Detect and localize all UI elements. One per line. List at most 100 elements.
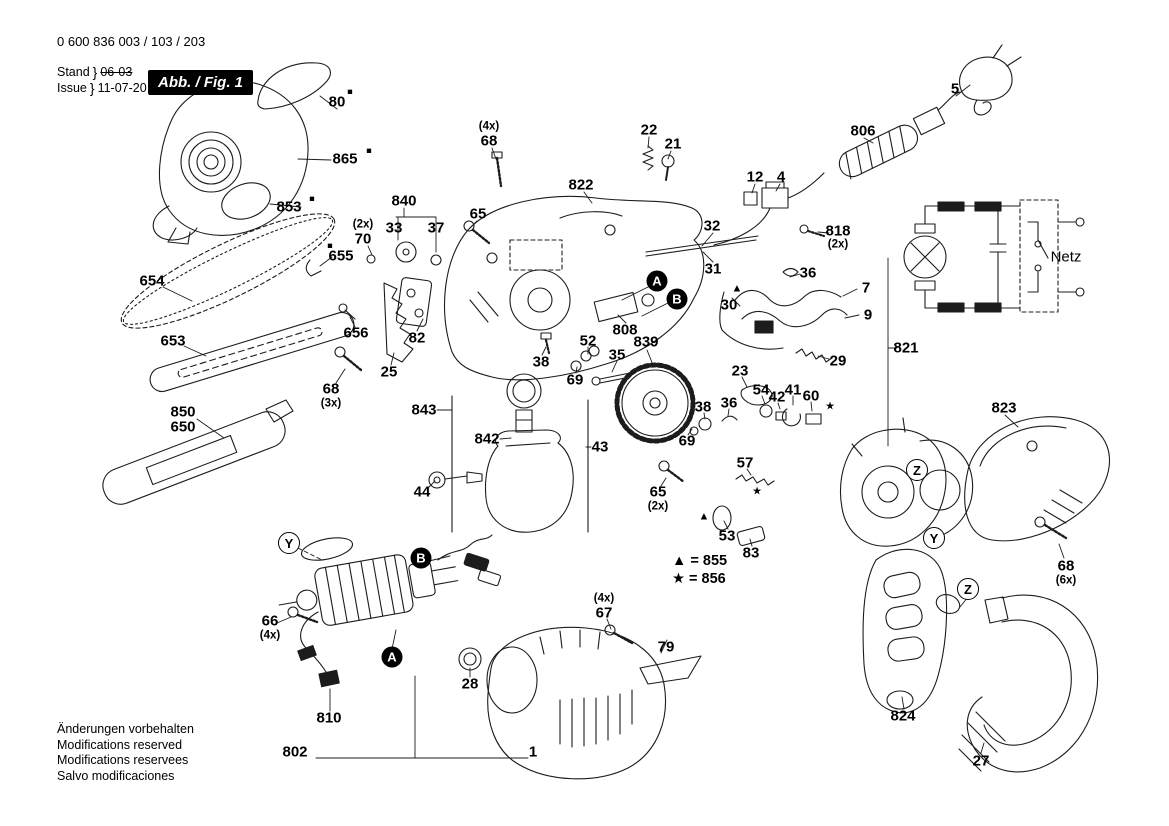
part-label-52-44: 52 [579, 332, 597, 350]
part-label-sym-65: ★ [752, 485, 762, 498]
part-label-4x-22: (4x) [478, 120, 500, 133]
footer-line-fr: Modifications reservees [57, 753, 189, 767]
part-label-Z-92: Z [957, 578, 979, 600]
part-label-80-0: 80 [328, 93, 346, 111]
rear-handle [935, 594, 1099, 773]
footer-notes: Änderungen vorbehalten Modifications res… [57, 722, 194, 784]
stand-brace: } [92, 64, 98, 80]
part-label-1-84: 1 [528, 743, 538, 761]
bearing-28 [458, 647, 482, 671]
washer-70 [366, 254, 376, 264]
wedge-79 [639, 655, 702, 685]
part-label-Y-89: Y [278, 532, 300, 554]
part-label-B-86: B [666, 288, 688, 310]
part-label-68-13: 68 [322, 380, 340, 398]
part-label-82-20: 82 [408, 329, 426, 347]
part-label-25-21: 25 [380, 363, 398, 381]
wiring-schematic [903, 199, 1085, 313]
part-label-33-18: 33 [385, 219, 403, 237]
part-label-57-62: 57 [736, 454, 754, 472]
fig-badge: Abb. / Fig. 1 [148, 70, 253, 95]
part-label-12-28: 12 [746, 168, 764, 186]
part-label-44-61: 44 [413, 483, 431, 501]
part-label-79-76: 79 [657, 638, 675, 656]
guide-bar [149, 311, 355, 393]
hand-guard [257, 62, 331, 110]
lever-23 [740, 385, 773, 406]
part-label-4x-81: (4x) [259, 629, 281, 642]
washer-52a [580, 350, 592, 362]
issue-row: Issue } 11-07-20 [57, 80, 147, 96]
armature [278, 554, 459, 626]
part-label-42-50: 42 [768, 388, 786, 406]
part-label-36-36: 36 [799, 264, 817, 282]
cable-connectors [437, 534, 502, 587]
part-label-2x-8: (2x) [352, 218, 374, 231]
part-number: 0 600 836 003 / 103 / 203 [57, 34, 206, 49]
part-label-824-74: 824 [890, 707, 916, 725]
part-label-818-32: 818 [825, 222, 851, 240]
saw-chain [120, 213, 336, 329]
screw-818 [799, 224, 826, 238]
part-label-3x-14: (3x) [320, 397, 342, 410]
cord-sleeve [912, 106, 946, 136]
screw-68-right [1034, 516, 1068, 540]
washer-37 [430, 254, 442, 266]
bearing-flange [839, 417, 974, 547]
part-label-850-15: 850 [170, 403, 196, 421]
part-label-840-17: 840 [391, 192, 417, 210]
part-label-A-88: A [381, 646, 403, 668]
part-label-sym-66: ▲ [698, 510, 710, 523]
part-label-32-34: 32 [703, 217, 721, 235]
part-label-808-42: 808 [612, 321, 638, 339]
worm-shaft [591, 372, 631, 386]
part-label-806-31: 806 [850, 122, 876, 140]
part-label-27-75: 27 [972, 752, 990, 770]
screw-65 [463, 220, 491, 245]
part-label-29-40: 29 [829, 352, 847, 370]
part-label-655-6: 655 [328, 247, 354, 265]
spring-57 [735, 474, 775, 486]
part-label-9-39: 9 [863, 306, 873, 324]
scabbard [102, 411, 286, 505]
part-label-70-9: 70 [354, 230, 372, 248]
screw-67 [604, 624, 634, 645]
nut-69b [689, 426, 699, 436]
part-label-810-82: 810 [316, 709, 342, 727]
oil-tank-group [451, 373, 589, 533]
screw-38 [540, 332, 552, 355]
spring-29 [795, 348, 833, 363]
part-label-38-55: 38 [694, 398, 712, 416]
part-label-853-4: 853 [276, 198, 302, 216]
switch-12 [743, 191, 758, 206]
part-label-23-48: 23 [731, 362, 749, 380]
part-label-65-24: 65 [469, 205, 487, 223]
screw-68-left [334, 346, 363, 372]
main-housing [444, 195, 705, 381]
part-label-66-80: 66 [261, 612, 279, 630]
spring-22 [642, 145, 654, 171]
part-label-4-29: 4 [776, 168, 786, 186]
part-label-865-2: 865 [332, 150, 358, 168]
block-60 [805, 413, 822, 425]
footer-line-en: Modifications reserved [57, 737, 183, 752]
screw-656 [338, 303, 356, 320]
part-label-38-43: 38 [532, 353, 550, 371]
scabbard-clip [265, 399, 294, 423]
part-label-sym-5: ■ [309, 193, 315, 204]
washer-52b [588, 345, 600, 357]
screw-68-top [491, 151, 503, 188]
clip-655 [305, 259, 322, 277]
issue-label: Issue [57, 81, 87, 95]
leader-dashed [297, 547, 323, 561]
part-label-653-12: 653 [160, 332, 186, 350]
part-label-4x-77: (4x) [593, 592, 615, 605]
cord-grommet [838, 124, 919, 180]
part-label-843-58: 843 [411, 401, 437, 419]
issue-brace: } [89, 80, 95, 96]
part-label-856-70: ★ = 856 [672, 570, 726, 587]
stand-row: Stand } 06-03 [57, 64, 132, 80]
screw-65b [658, 460, 686, 484]
part-label-65-63: 65 [649, 483, 667, 501]
part-label-855-69: ▲ = 855 [672, 552, 728, 569]
